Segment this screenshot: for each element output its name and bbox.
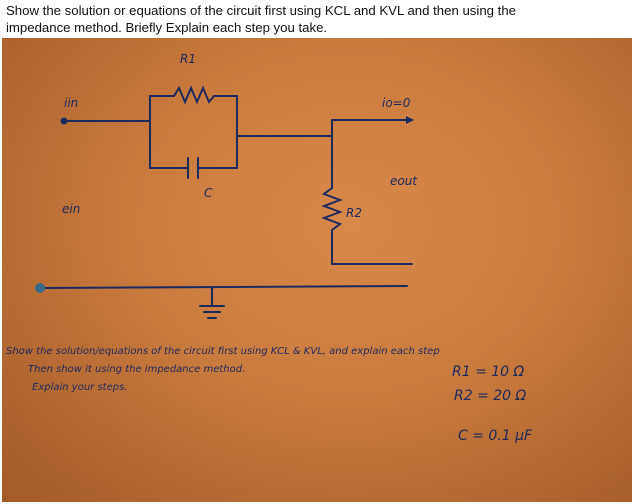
label-iout: io=0 [382,96,411,110]
question-line-2: impedance method. Briefly Explain each s… [6,20,328,35]
label-iin: iin [64,96,79,110]
note-line-2: Then show it using the impedance method. [28,364,246,375]
circuit-diagram [35,85,414,319]
ground-rail [39,285,408,289]
label-r2: R2 [346,206,362,220]
resistor-r1 [173,85,215,105]
label-ein: ein [62,202,81,216]
ground-terminal [35,283,45,293]
label-r1: R1 [180,52,196,66]
note-line-1: Show the solution/equations of the circu… [6,346,440,357]
question-text: Show the solution or equations of the ci… [6,2,628,36]
value-r1: R1 = 10 Ω [452,364,525,380]
note-line-3: Explain your steps. [32,382,128,393]
circuit-photo: R1 C R2 iin ein io=0 eout Show the solut… [2,38,632,502]
label-c: C [204,186,213,200]
input-terminal [60,117,68,125]
label-eout: eout [390,174,418,188]
current-arrow [406,116,414,124]
value-r2: R2 = 20 Ω [454,388,527,404]
value-c: C = 0.1 μF [458,428,533,444]
question-line-1: Show the solution or equations of the ci… [6,3,516,18]
resistor-r2 [321,187,343,231]
